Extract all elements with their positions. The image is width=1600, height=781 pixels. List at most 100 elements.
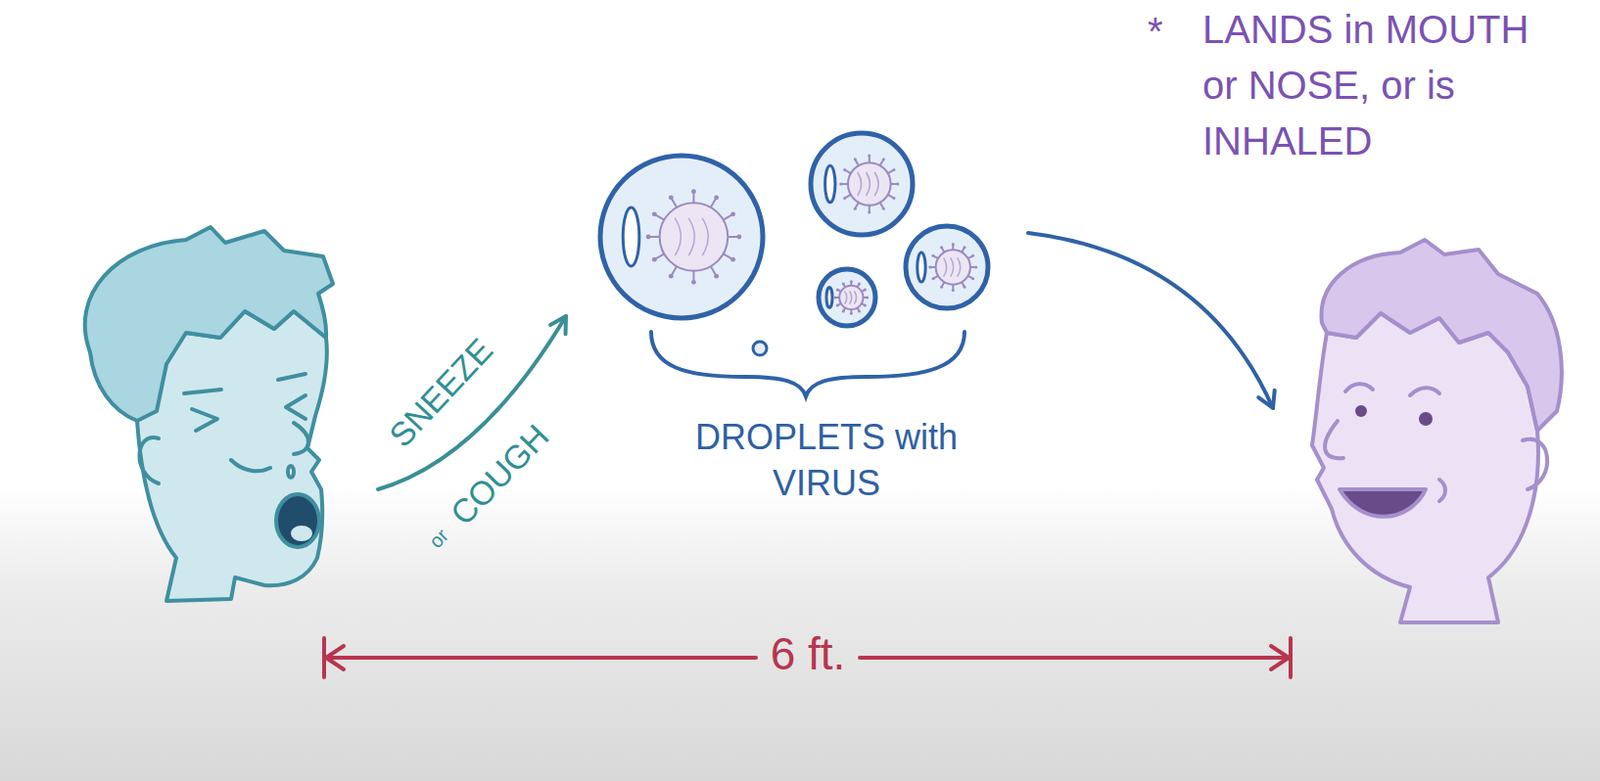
travel-arrow [1028, 233, 1273, 409]
virus-spike [655, 253, 664, 259]
virus-knob [691, 280, 697, 285]
nose [1324, 421, 1344, 459]
droplet [905, 226, 989, 309]
virus-knob [867, 153, 871, 157]
virus-knob [857, 282, 861, 285]
virus-knob [646, 235, 652, 240]
virus-spike [671, 198, 677, 208]
dimension-line [859, 656, 1291, 660]
virus-spike [723, 214, 733, 220]
virus-knob [713, 194, 719, 200]
droplet-outline [905, 226, 989, 309]
ear [1522, 439, 1548, 490]
virus-detail [849, 290, 852, 304]
ear [139, 437, 159, 484]
virus-knob [892, 168, 895, 172]
droplet-highlight [825, 165, 836, 202]
virus-knob [834, 296, 838, 300]
virus-spike [655, 214, 664, 220]
virus-body [839, 285, 863, 310]
eyebrow [1410, 387, 1440, 396]
dimple [1439, 479, 1446, 502]
virus-knob [974, 266, 978, 270]
virus-spike [727, 235, 738, 238]
virus-detail [943, 257, 947, 277]
droplet-highlight [826, 287, 833, 309]
virus-knob [863, 304, 867, 308]
virus-knob [730, 211, 736, 217]
eye [191, 409, 218, 431]
droplet-highlight [622, 207, 640, 267]
eye [285, 395, 306, 420]
eyebrow [278, 374, 306, 380]
virus-knob [691, 188, 697, 194]
virus-knob [842, 282, 846, 285]
virus-spike [692, 192, 695, 203]
nose [293, 423, 309, 455]
virus-detail [857, 172, 862, 196]
droplet-label: DROPLETS with VIRUS [679, 415, 974, 508]
virus-knob [951, 242, 955, 246]
virus-body [847, 162, 892, 206]
virus-spike [649, 235, 659, 238]
virus-detail [957, 257, 961, 277]
note-bullet: * [1147, 3, 1187, 60]
virus-knob [652, 257, 658, 263]
virus-detail [674, 218, 681, 256]
virus-spike [692, 271, 695, 282]
dimension-label: 6 ft. [770, 631, 847, 677]
virus-knob [836, 287, 840, 291]
virus-detail [845, 290, 848, 304]
virus-knob [853, 157, 857, 161]
dimension-arrowhead [1270, 646, 1289, 670]
virus-spike [710, 266, 716, 276]
hair [85, 227, 333, 422]
virus-knob [836, 304, 840, 308]
virus-knob [842, 310, 846, 314]
virus-knob [863, 287, 867, 291]
virus-knob [882, 157, 886, 161]
virus-knob [940, 285, 943, 289]
receiving-person [1312, 239, 1562, 623]
mouth [276, 494, 320, 548]
droplet [600, 155, 763, 319]
virus-spike [723, 253, 733, 259]
tiny-droplet [752, 341, 767, 356]
virus-detail [874, 172, 879, 196]
tongue [290, 525, 313, 542]
eyebrow [184, 389, 222, 394]
virus-knob [931, 277, 935, 281]
face [1312, 313, 1539, 623]
sneezing-person [85, 227, 333, 602]
virus-knob [951, 288, 955, 292]
virus-knob [843, 196, 847, 200]
virus-body [936, 249, 971, 284]
virus-knob [892, 196, 895, 200]
eye [1418, 412, 1433, 426]
droplet-outline [818, 269, 876, 327]
virus-detail [688, 218, 695, 256]
virus-knob [853, 207, 857, 211]
virus-detail [853, 290, 856, 304]
virus-knob [882, 207, 886, 211]
cheek [231, 460, 271, 471]
virus-detail [950, 257, 954, 277]
droplet [810, 133, 913, 236]
virus-knob [963, 245, 967, 249]
virus-detail [866, 172, 871, 196]
brace [651, 331, 965, 397]
mouth [1339, 489, 1426, 518]
virus-knob [736, 235, 742, 240]
note-text: LANDS in MOUTH or NOSE, or is INHALED [1202, 1, 1548, 169]
virus-body [659, 202, 729, 272]
drip [287, 466, 294, 478]
sneeze-arrow [377, 316, 566, 490]
virus-knob [713, 274, 719, 280]
virus-knob [849, 312, 853, 316]
virus-knob [971, 254, 975, 258]
virus-knob [895, 182, 899, 186]
virus-knob [865, 296, 869, 300]
droplet-outline [810, 133, 913, 236]
virus-detail [702, 218, 708, 256]
